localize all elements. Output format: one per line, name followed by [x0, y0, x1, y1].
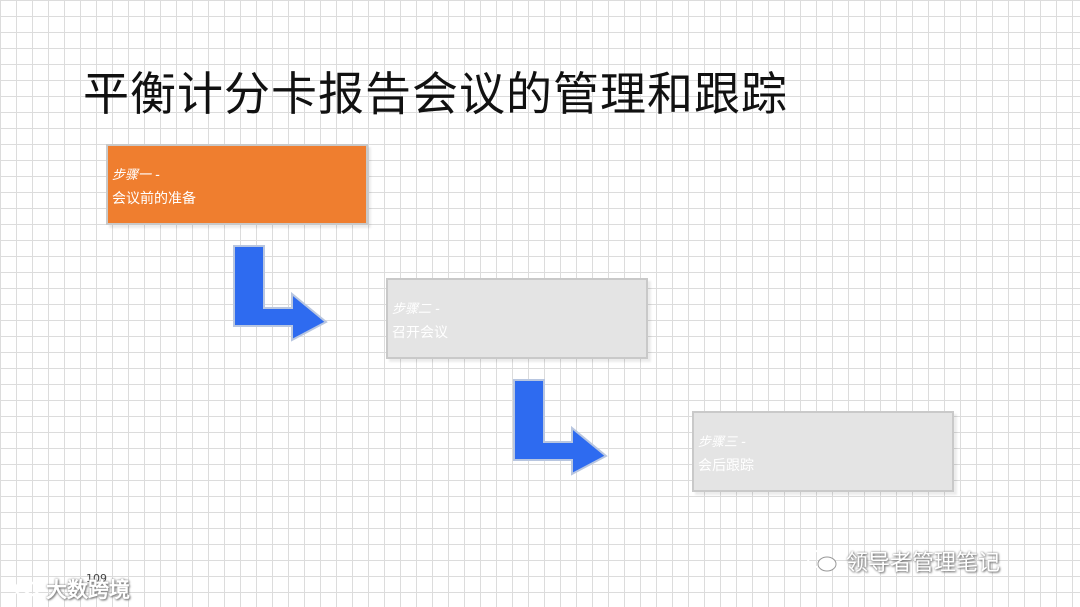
step-text-1: 会议前的准备 — [112, 191, 196, 207]
step-text-2: 召开会议 — [392, 325, 448, 341]
logo-icon — [14, 581, 40, 597]
watermark-left-text: 大数跨境 — [46, 578, 130, 602]
step-box-1: 步骤一 - 会议前的准备 — [106, 144, 368, 225]
step-label-2: 步骤二 - — [392, 302, 440, 317]
bent-arrow-2 — [513, 379, 608, 476]
step-text-3: 会后跟踪 — [698, 458, 754, 474]
watermark-left: 大数跨境 — [14, 574, 130, 604]
step-label-1: 步骤一 - — [112, 168, 160, 183]
watermark-right: 领导者管理笔记 — [806, 545, 1000, 577]
watermark-right-text: 领导者管理笔记 — [846, 551, 1001, 576]
step-label-3: 步骤三 - — [698, 435, 746, 450]
step-box-2: 步骤二 - 召开会议 — [386, 278, 648, 359]
step-box-3: 步骤三 - 会后跟踪 — [692, 411, 954, 492]
page-number: 109 — [86, 572, 107, 585]
slide-title: 平衡计分卡报告会议的管理和跟踪 — [83, 67, 788, 121]
bent-arrow-1 — [233, 245, 328, 342]
wechat-icon — [807, 550, 837, 572]
